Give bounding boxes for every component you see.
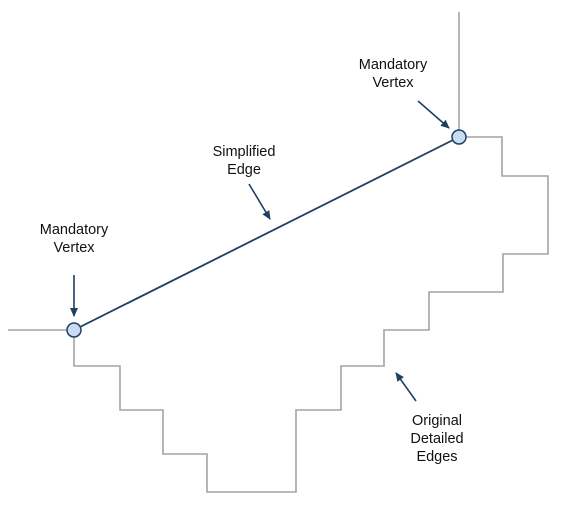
label-line: Simplified (212, 144, 276, 160)
label-mandatory-vertex-right: Mandatory Vertex (343, 56, 443, 92)
label-line: Mandatory (39, 222, 109, 238)
label-line: Vertex (372, 75, 414, 91)
label-line: Edge (227, 162, 261, 178)
label-line: Detailed (410, 431, 464, 447)
label-line: Mandatory (358, 57, 428, 73)
simplified-edge (73, 136, 460, 331)
arrow-to-original-edges (395, 372, 417, 402)
arrow-to-simplified-edge (248, 183, 271, 220)
label-original-detailed-edges: Original Detailed Edges (387, 412, 487, 466)
mandatory-vertex-left (66, 322, 82, 338)
original-detailed-edges (73, 136, 549, 493)
mandatory-vertex-right (451, 129, 467, 145)
label-line: Original (412, 413, 462, 429)
label-simplified-edge: Simplified Edge (194, 143, 294, 179)
label-line: Edges (416, 449, 458, 465)
arrow-to-right-vertex (417, 100, 450, 129)
label-mandatory-vertex-left: Mandatory Vertex (24, 221, 124, 257)
label-line: Vertex (53, 240, 95, 256)
